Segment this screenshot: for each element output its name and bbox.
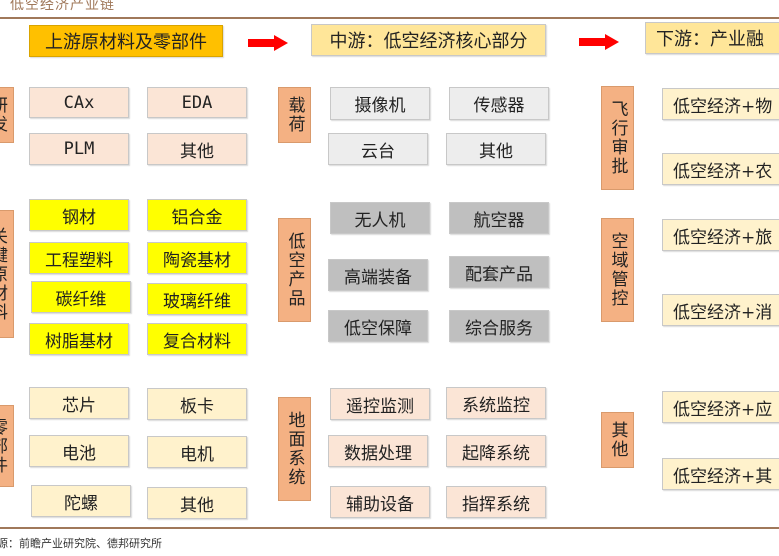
label-parts: 零部件 [0, 405, 14, 487]
box-remote-monitoring: 遥控监测 [330, 388, 430, 420]
header-downstream: 下游：产业融 [645, 22, 779, 54]
box-gyro: 陀螺 [31, 485, 131, 517]
top-divider [0, 17, 779, 19]
bottom-divider [0, 527, 779, 529]
box-command: 指挥系统 [446, 486, 546, 518]
box-sensor: 传感器 [449, 87, 549, 120]
box-support: 低空保障 [328, 310, 428, 342]
box-aircraft: 航空器 [449, 202, 549, 234]
box-consumer: 低空经济+消 [662, 294, 779, 326]
box-services: 综合服务 [449, 310, 549, 342]
diagram-title: 低空经济产业链 [10, 0, 115, 13]
box-gimbal: 云台 [328, 133, 428, 165]
arrow-right-icon [248, 35, 288, 51]
box-chip: 芯片 [29, 387, 129, 419]
box-takeoff-landing: 起降系统 [446, 435, 546, 467]
box-tourism: 低空经济+旅 [662, 219, 779, 251]
box-motor: 电机 [147, 436, 247, 468]
box-glass-fiber: 玻璃纤维 [147, 283, 247, 315]
box-logistics: 低空经济+物 [662, 88, 779, 120]
label-materials: 关键原材料 [0, 210, 14, 338]
box-ceramics: 陶瓷基材 [147, 242, 247, 274]
box-emergency: 低空经济+应 [662, 391, 779, 423]
box-payload-other: 其他 [446, 133, 546, 165]
box-drone: 无人机 [330, 202, 430, 234]
box-plm: PLM [29, 133, 129, 165]
label-flight-approval: 飞行审批 [601, 86, 634, 190]
box-cax: CAx [29, 87, 129, 118]
box-eda: EDA [147, 87, 247, 118]
label-airspace-control: 空域管控 [601, 218, 634, 322]
label-rd: 研发 [0, 87, 14, 143]
box-battery: 电池 [29, 435, 129, 467]
box-resin: 树脂基材 [29, 323, 129, 355]
box-aluminium: 铝合金 [147, 199, 247, 231]
box-camera: 摄像机 [330, 87, 430, 120]
label-down-other: 其他 [601, 412, 634, 468]
box-steel: 钢材 [29, 199, 129, 231]
box-carbon-fiber: 碳纤维 [31, 281, 131, 313]
box-composite: 复合材料 [147, 323, 247, 355]
label-products: 低空产品 [278, 218, 311, 322]
label-payload: 载荷 [278, 87, 311, 143]
arrow-right-icon [579, 34, 619, 50]
box-down-other: 低空经济+其 [662, 458, 779, 490]
box-other: 其他 [147, 133, 247, 165]
label-ground: 地面系统 [278, 397, 311, 501]
box-parts-other: 其他 [147, 487, 247, 519]
box-accessories: 配套产品 [449, 256, 549, 288]
header-midstream: 中游：低空经济核心部分 [311, 24, 546, 56]
box-auxiliary: 辅助设备 [330, 486, 430, 518]
box-data-processing: 数据处理 [328, 435, 428, 467]
box-board: 板卡 [147, 388, 247, 420]
source-note: 来源：前瞻产业研究院、德邦研究所 [0, 537, 162, 550]
header-upstream: 上游原材料及零部件 [29, 25, 223, 57]
box-equipment: 高端装备 [328, 259, 428, 291]
box-system-monitoring: 系统监控 [446, 387, 546, 419]
box-plastics: 工程塑料 [29, 242, 129, 274]
box-agriculture: 低空经济+农 [662, 153, 779, 185]
